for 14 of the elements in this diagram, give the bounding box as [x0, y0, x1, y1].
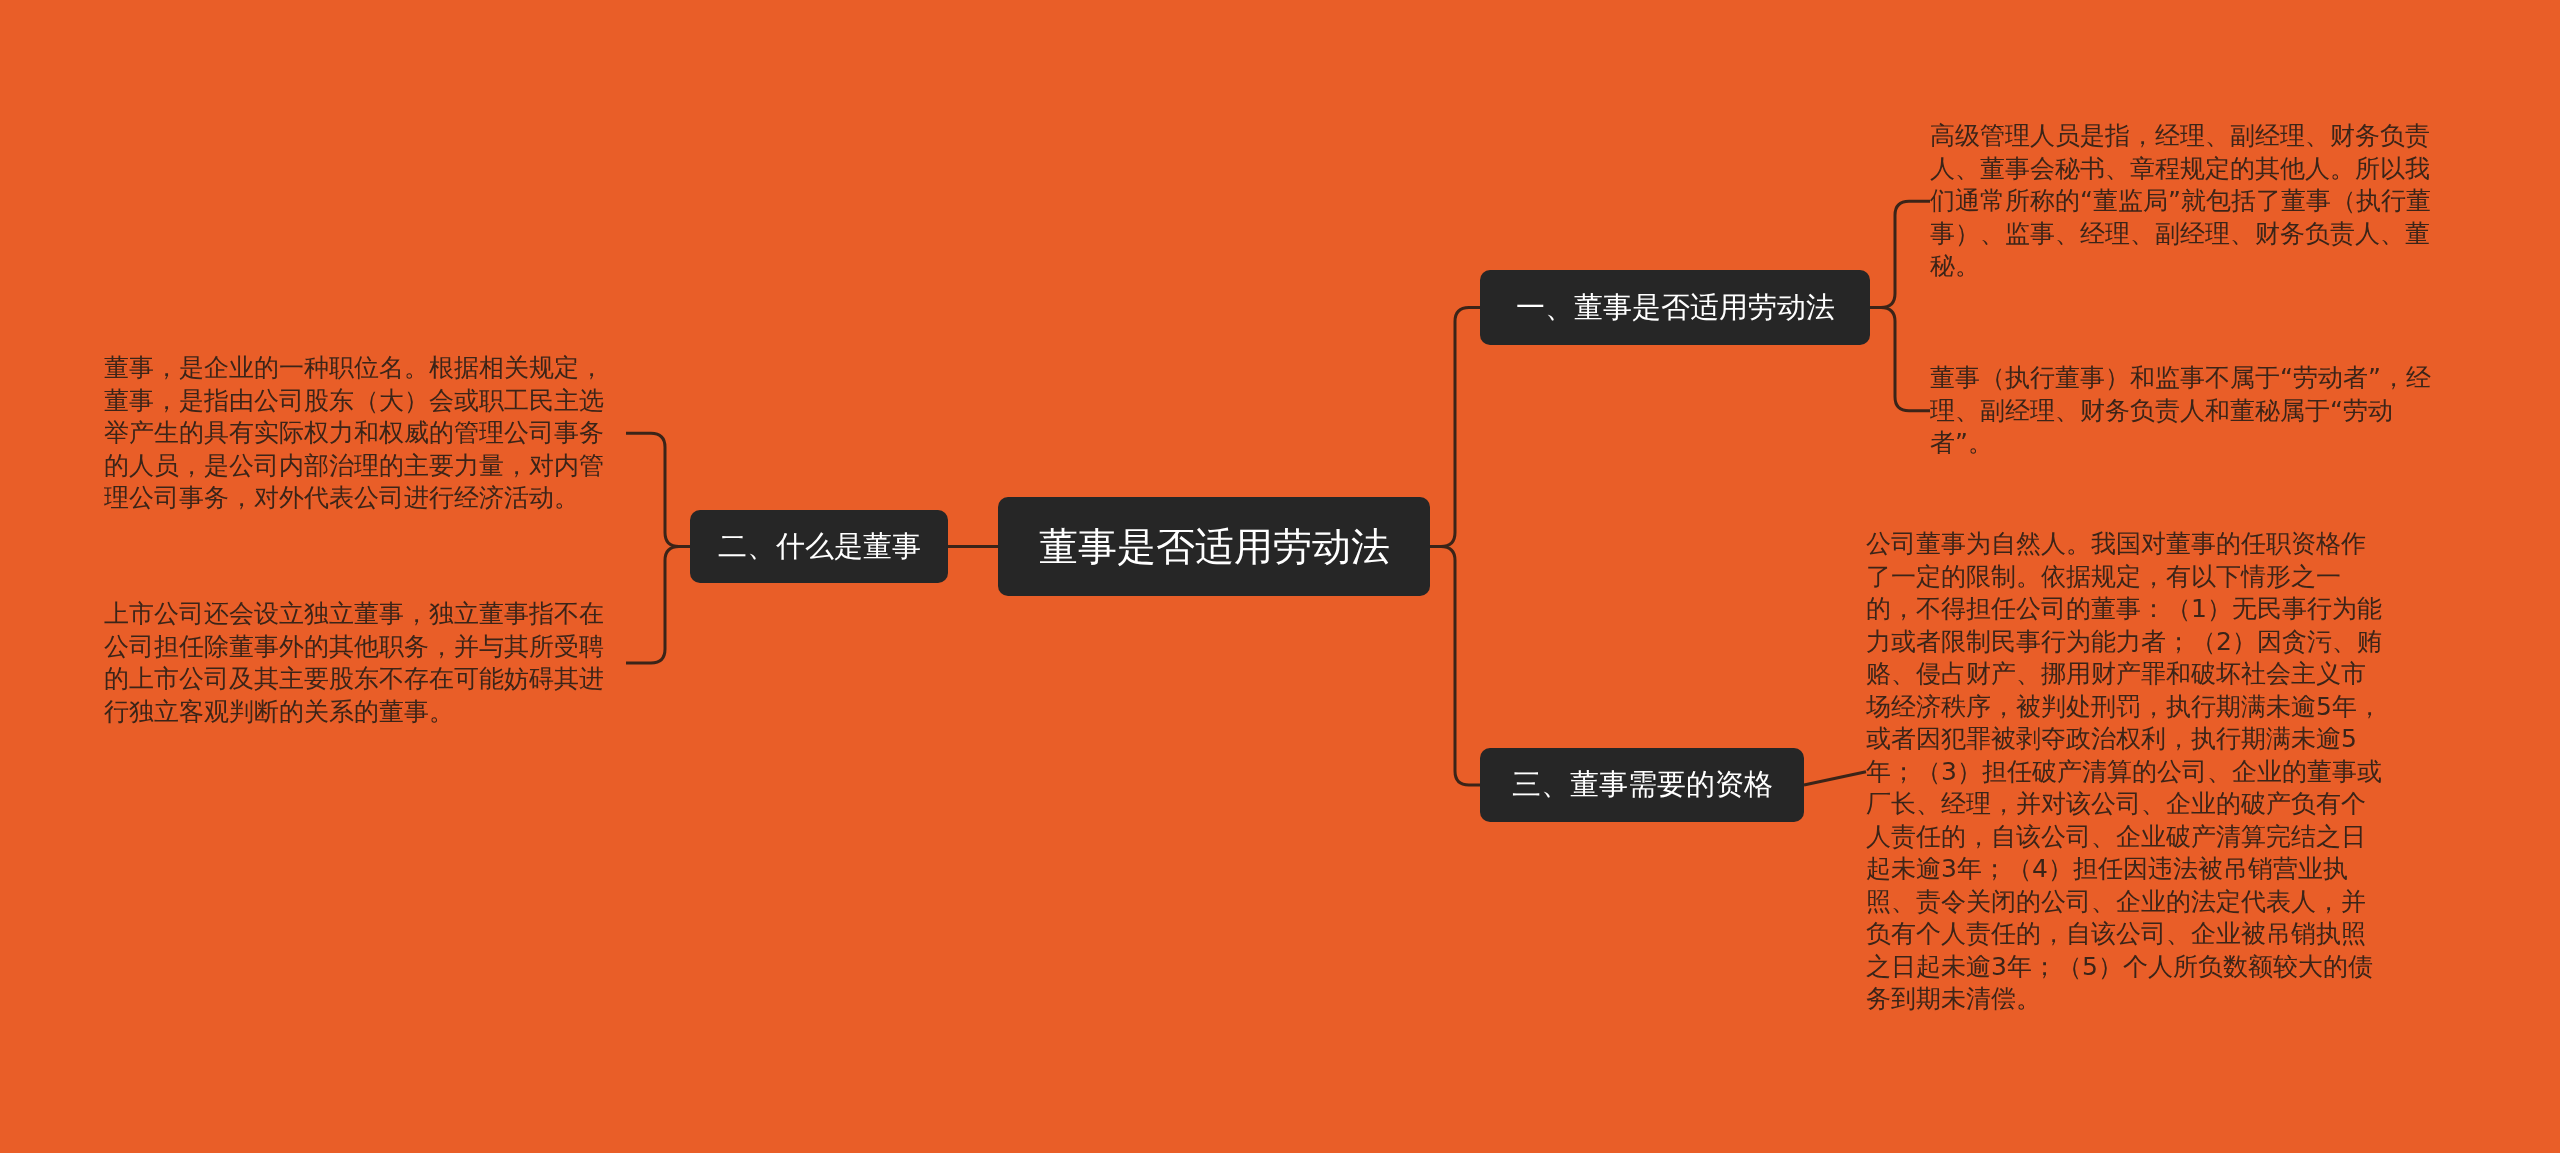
note-text: 上市公司还会设立独立董事，独立董事指不在公司担任除董事外的其他职务，并与其所受聘的上市公司及其主要股东不存在可能妨碍其进行独立客观判断的关系的董事。	[104, 598, 626, 728]
note-text: 公司董事为自然人。我国对董事的任职资格作了一定的限制。依据规定，有以下情形之一的，不得担任公司的董事：（1）无民事行为能力或者限制民事行为能力者；（2）因贪污、贿赂、侵占财产、挪用财产罪和破坏社会主义市场经济秩序，被判处刑罚，执行期满未逾5年，或者因犯罪被剥夺政治权利，执行期满未逾5年；（3）担任破产清算的公司、企业的董事或厂长、经理，并对该公司、企业的破产负有个人责任的，自该公司、企业破产清算完结之日起未逾3年；（4）担任因违法被吊销营业执照、责令关闭的公司、企业的法定代表人，并负有个人责任的，自该公司、企业被吊销执照之日起未逾3年；（5）个人所负数额较大的债务到期未清偿。	[1866, 528, 2388, 1016]
connector-line	[626, 545, 690, 665]
connector-line	[948, 545, 998, 548]
note-text: 董事（执行董事）和监事不属于“劳动者”，经理、副经理、财务负责人和董秘属于“劳动者”。	[1930, 362, 2452, 460]
branch-box: 二、什么是董事	[690, 510, 948, 583]
connector-line	[1870, 306, 1930, 413]
branch-box: 三、董事需要的资格	[1480, 748, 1804, 822]
connector-line	[1430, 545, 1480, 787]
note-text: 高级管理人员是指，经理、副经理、财务负责人、董事会秘书、章程规定的其他人。所以我们通常所称的“董监局”就包括了董事（执行董事）、监事、经理、副经理、财务负责人、董秘。	[1930, 120, 2452, 283]
branch-box: 一、董事是否适用劳动法	[1480, 270, 1870, 345]
connector-line	[1803, 770, 1867, 787]
topic-box: 董事是否适用劳动法	[998, 497, 1430, 596]
note-text: 董事，是企业的一种职位名。根据相关规定，董事，是指由公司股东（大）会或职工民主选举产生的具有实际权力和权威的管理公司事务的人员，是公司内部治理的主要力量，对内管理公司事务，对外代表公司进行经济活动。	[104, 352, 626, 515]
